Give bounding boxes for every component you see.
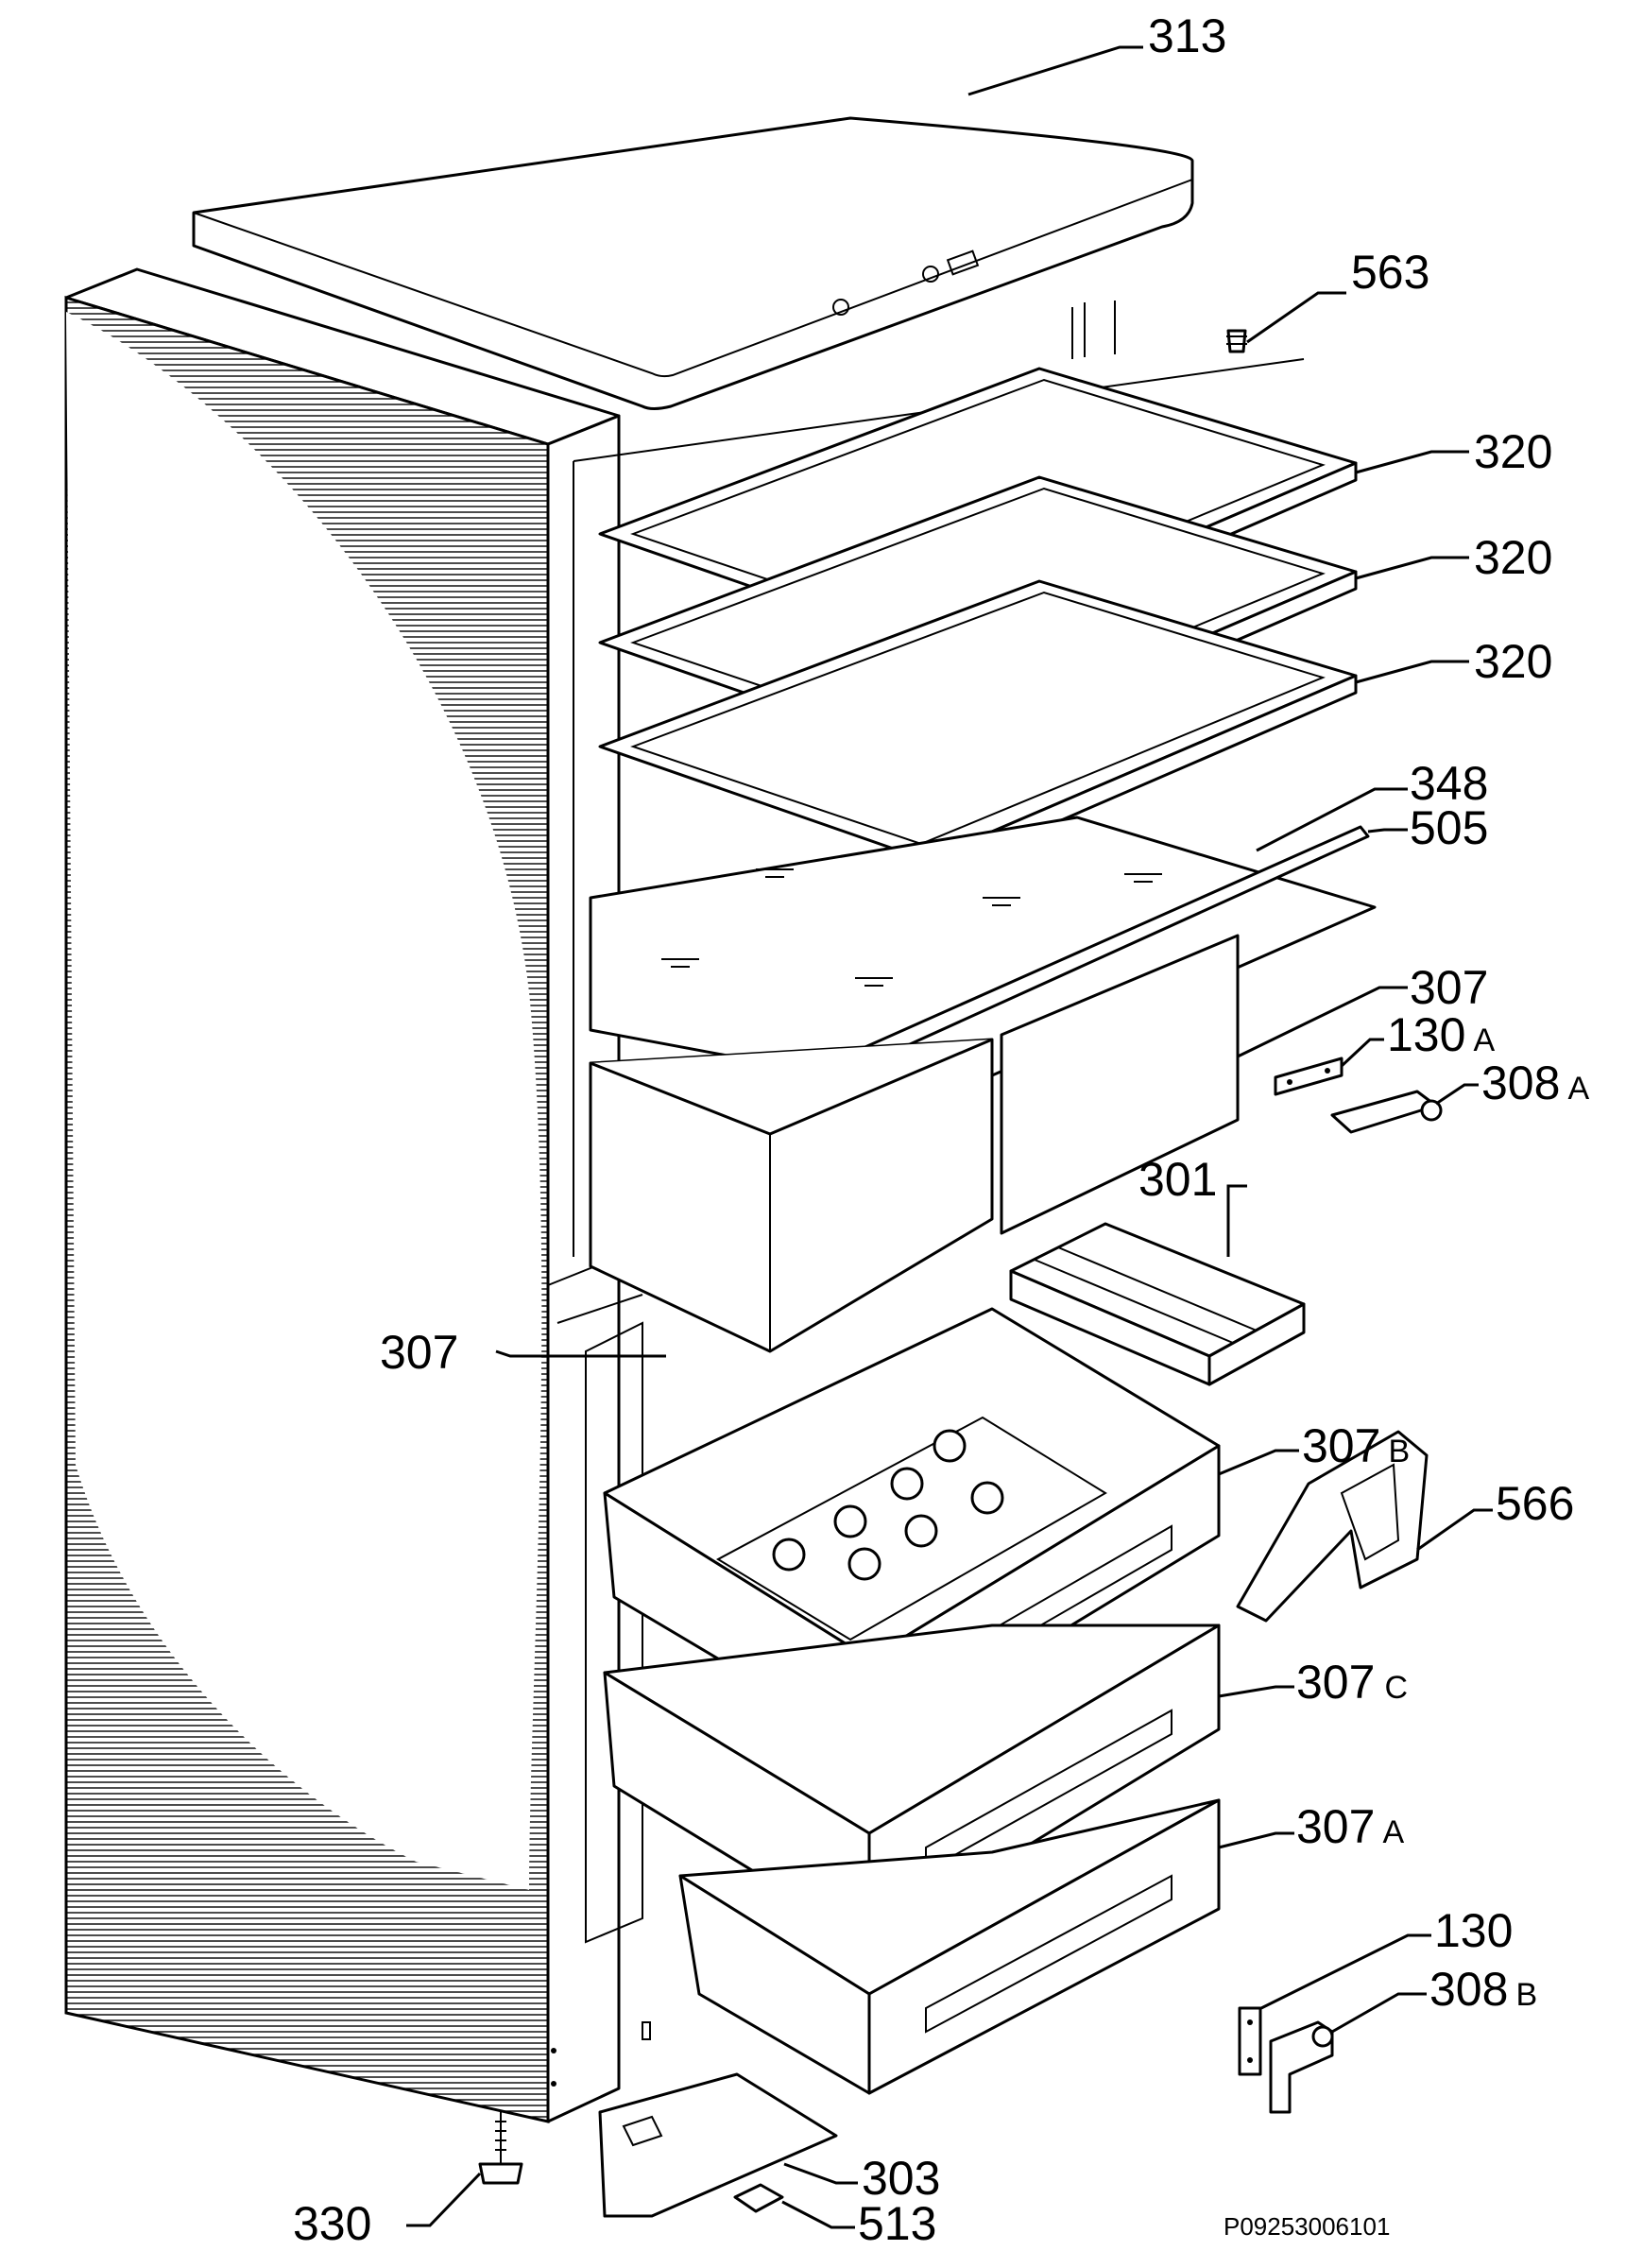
hinge-308A [1330, 1090, 1443, 1134]
cabinet-body [64, 267, 1305, 2123]
label-320-bottom: 320 [1474, 635, 1552, 688]
label-313: 313 [1148, 9, 1226, 62]
label-301: 301 [1138, 1153, 1217, 1206]
top-cover [192, 116, 1194, 410]
clip-513 [733, 2183, 784, 2213]
label-566: 566 [1496, 1477, 1574, 1530]
label-320-top: 320 [1474, 425, 1552, 478]
drawer-307A [678, 1798, 1221, 2095]
drawing-code: P09253006101 [1224, 2212, 1390, 2241]
hinge-308B [1269, 2020, 1334, 2114]
leader-lines [406, 45, 1493, 2229]
hinge-130 [1238, 2006, 1262, 2076]
label-563: 563 [1351, 246, 1429, 299]
kick-plate-303 [598, 2072, 838, 2218]
label-513: 513 [858, 2197, 936, 2250]
ice-scraper-566 [1236, 1430, 1429, 1623]
label-330: 330 [293, 2197, 371, 2250]
label-505: 505 [1410, 801, 1488, 854]
ice-tray-301 [1009, 1222, 1306, 1386]
label-348: 348 [1410, 757, 1488, 810]
adjustable-foot-330 [478, 2112, 523, 2185]
label-307-top: 307 [1410, 961, 1488, 1014]
glass-shelves [598, 367, 1358, 881]
plug-563 [1226, 329, 1247, 353]
label-130: 130 [1434, 1904, 1513, 1957]
upper-drawers [589, 934, 1240, 1353]
label-320-middle: 320 [1474, 531, 1552, 584]
cabinet-side-highlight [66, 312, 542, 1890]
label-303: 303 [862, 2152, 940, 2205]
label-307-left: 307 [380, 1326, 458, 1379]
hinge-130A [1274, 1057, 1343, 1096]
